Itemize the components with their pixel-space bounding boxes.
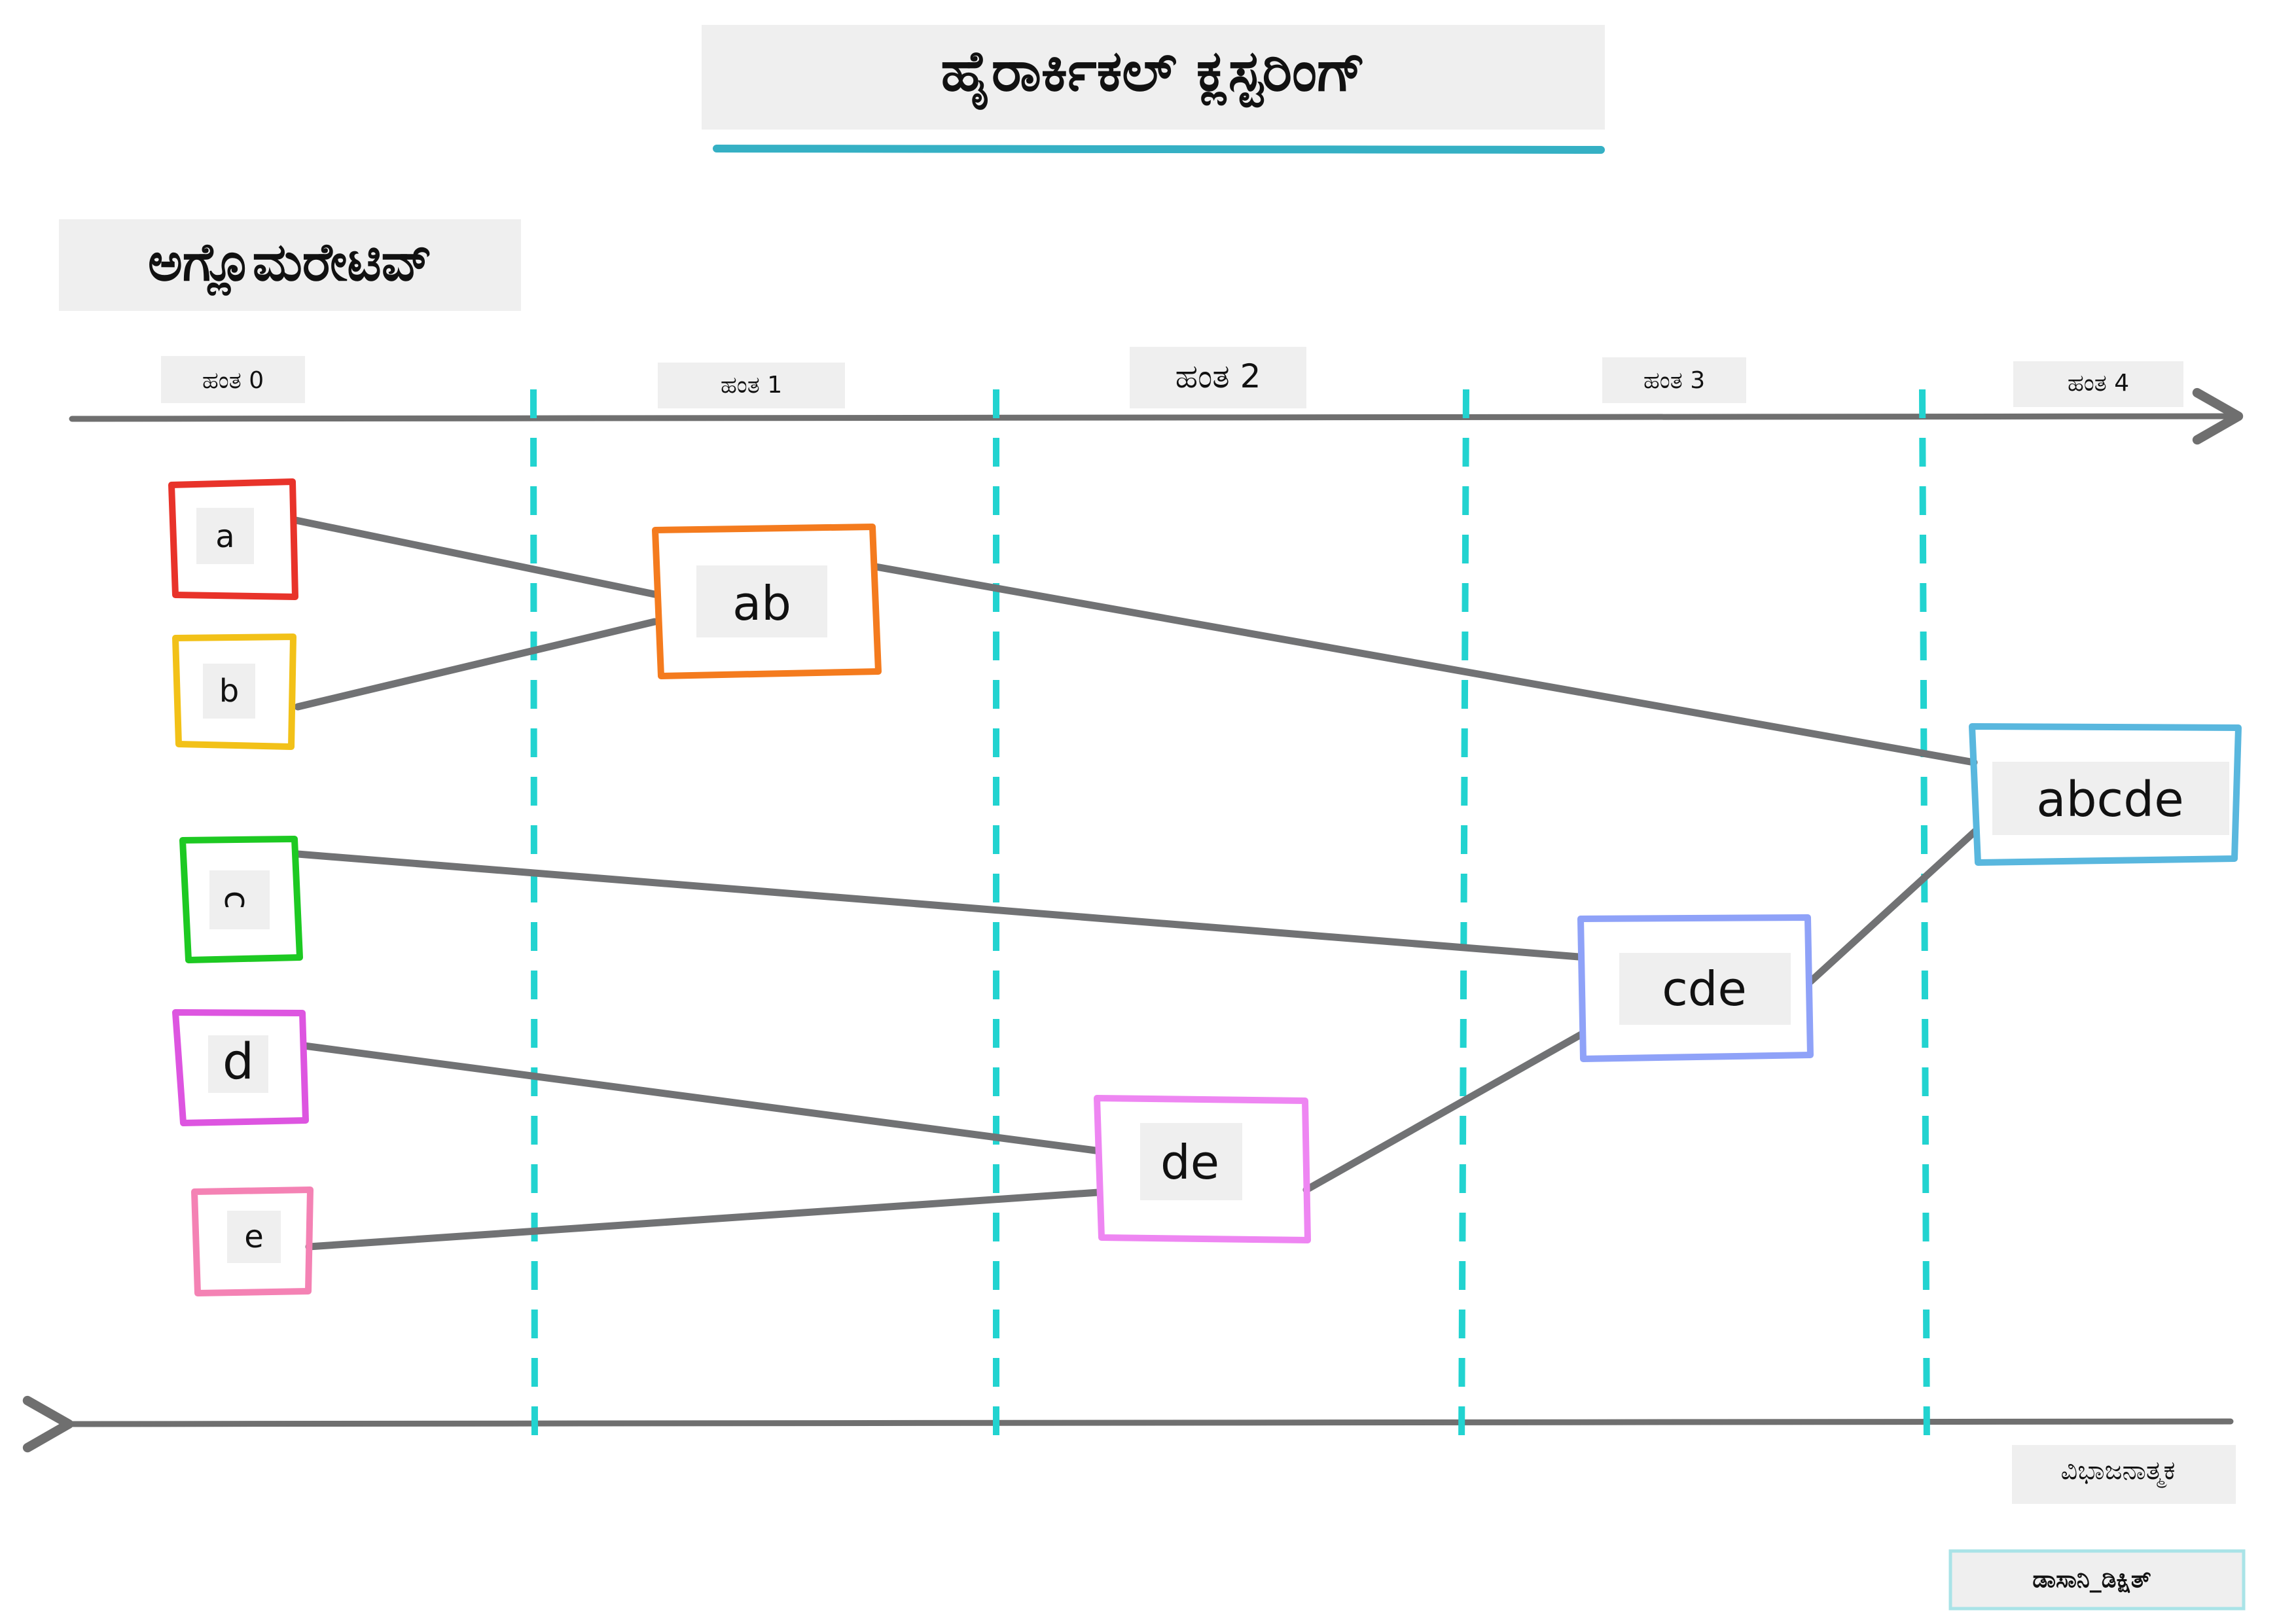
step-divider — [1458, 389, 1469, 1454]
connector-de-to-cde — [1302, 1030, 1586, 1194]
node-label: abcde — [2036, 772, 2184, 828]
cluster-node-cde: cde — [1577, 914, 1814, 1062]
agglomerative-label: ಅಗ್ಲೊಮರೇಟಿವ್ — [148, 232, 432, 297]
step-label-1: ಹಂತ 1 — [658, 363, 845, 408]
node-border — [168, 478, 298, 600]
node-border — [179, 836, 303, 963]
node-label: de — [1160, 1135, 1219, 1190]
node-label-background — [227, 1211, 281, 1263]
step-labels: ಹಂತ 0 ಹಂತ 1 ಹಂತ 2 ಹಂತ 3 ಹಂತ 4 — [161, 347, 2183, 408]
cluster-node-b: b — [172, 633, 296, 750]
node-label: d — [223, 1032, 254, 1090]
credit-block: ಡಾಸಾನಿ_ಡಿಕ್ಷಿತ್ — [1948, 1549, 2246, 1611]
page-title: ಹೈರಾರ್ಕಿಕಲ್ ಕ್ಲಸ್ಟರಿಂಗ್ — [941, 39, 1365, 111]
node-label-background — [203, 664, 255, 719]
cluster-node-de: de — [1094, 1095, 1311, 1243]
title-block: ಹೈರಾರ್ಕಿಕಲ್ ಕ್ಲಸ್ಟರಿಂಗ್ — [702, 25, 1605, 154]
agglomerative-label-block: ಅಗ್ಲೊಮರೇಟಿವ್ — [59, 219, 521, 311]
step-label-2: ಹಂತ 2 — [1130, 347, 1306, 408]
step-label-background — [2013, 361, 2183, 407]
divisive-label-block: ವಿಭಾಜನಾತ್ಮಕ — [2012, 1445, 2236, 1504]
cluster-node-c: c — [179, 836, 303, 963]
node-label: b — [219, 673, 239, 709]
node-border — [1094, 1095, 1311, 1243]
step-label-text: ಹಂತ 4 — [2068, 370, 2129, 397]
agglomerative-arrow — [69, 387, 2244, 445]
divisive-label-background — [2012, 1445, 2236, 1504]
title-background — [702, 25, 1605, 130]
credit-background — [1948, 1549, 2246, 1611]
node-label-background — [209, 870, 270, 929]
node-label-background — [1140, 1123, 1242, 1200]
step-dividers — [530, 389, 1930, 1454]
step-label-background — [161, 356, 305, 403]
node-label: cde — [1662, 961, 1747, 1016]
step-divider — [530, 389, 538, 1454]
connector-b-to-ab — [294, 618, 658, 711]
credit-text: ಡಾಸಾನಿ_ಡಿಕ್ಷಿತ್ — [2032, 1566, 2151, 1594]
connector-layer — [292, 516, 1979, 1251]
node-border — [1577, 914, 1814, 1062]
node-border — [191, 1186, 314, 1296]
cluster-node-d: d — [172, 1009, 309, 1126]
node-label-background — [696, 565, 827, 637]
connector-c-to-cde — [294, 850, 1583, 961]
step-label-3: ಹಂತ 3 — [1602, 357, 1746, 403]
step-label-background — [1602, 357, 1746, 403]
node-label-background — [208, 1035, 268, 1093]
node-label: e — [244, 1219, 264, 1255]
node-border — [172, 633, 296, 750]
cluster-node-abcde: abcde — [1969, 723, 2242, 866]
step-label-0: ಹಂತ 0 — [161, 356, 305, 403]
node-label: ab — [732, 576, 791, 631]
node-layer: a b c d e ab de — [168, 478, 2242, 1296]
divisive-label: ವಿಭಾಜನಾತ್ಮಕ — [2060, 1455, 2175, 1488]
cluster-node-e: e — [191, 1186, 314, 1296]
connector-e-to-de — [305, 1188, 1102, 1251]
step-label-background — [658, 363, 845, 408]
connector-a-to-ab — [292, 516, 658, 598]
connector-ab-to-abcde — [872, 563, 1978, 766]
step-label-text: ಹಂತ 2 — [1175, 357, 1261, 395]
cluster-node-ab: ab — [652, 524, 882, 679]
step-divider — [1919, 389, 1930, 1454]
step-label-text: ಹಂತ 1 — [721, 372, 782, 399]
agglomerative-label-background — [59, 219, 521, 311]
node-border — [172, 1009, 309, 1126]
step-label-4: ಹಂತ 4 — [2013, 361, 2183, 407]
step-label-text: ಹಂತ 0 — [202, 367, 264, 394]
step-label-background — [1130, 347, 1306, 408]
node-label-background — [1619, 953, 1791, 1025]
node-label-background — [1992, 762, 2229, 835]
node-label-background — [196, 508, 254, 564]
title-underline — [713, 145, 1605, 154]
node-border — [652, 524, 882, 679]
step-label-text: ಹಂತ 3 — [1643, 367, 1705, 394]
node-label: c — [217, 891, 256, 910]
divisive-arrow — [22, 1395, 2234, 1453]
node-label: a — [215, 518, 234, 555]
connector-d-to-de — [300, 1042, 1100, 1154]
cluster-node-a: a — [168, 478, 298, 600]
connector-cde-to-abcde — [1806, 827, 1979, 986]
node-border — [1969, 723, 2242, 866]
